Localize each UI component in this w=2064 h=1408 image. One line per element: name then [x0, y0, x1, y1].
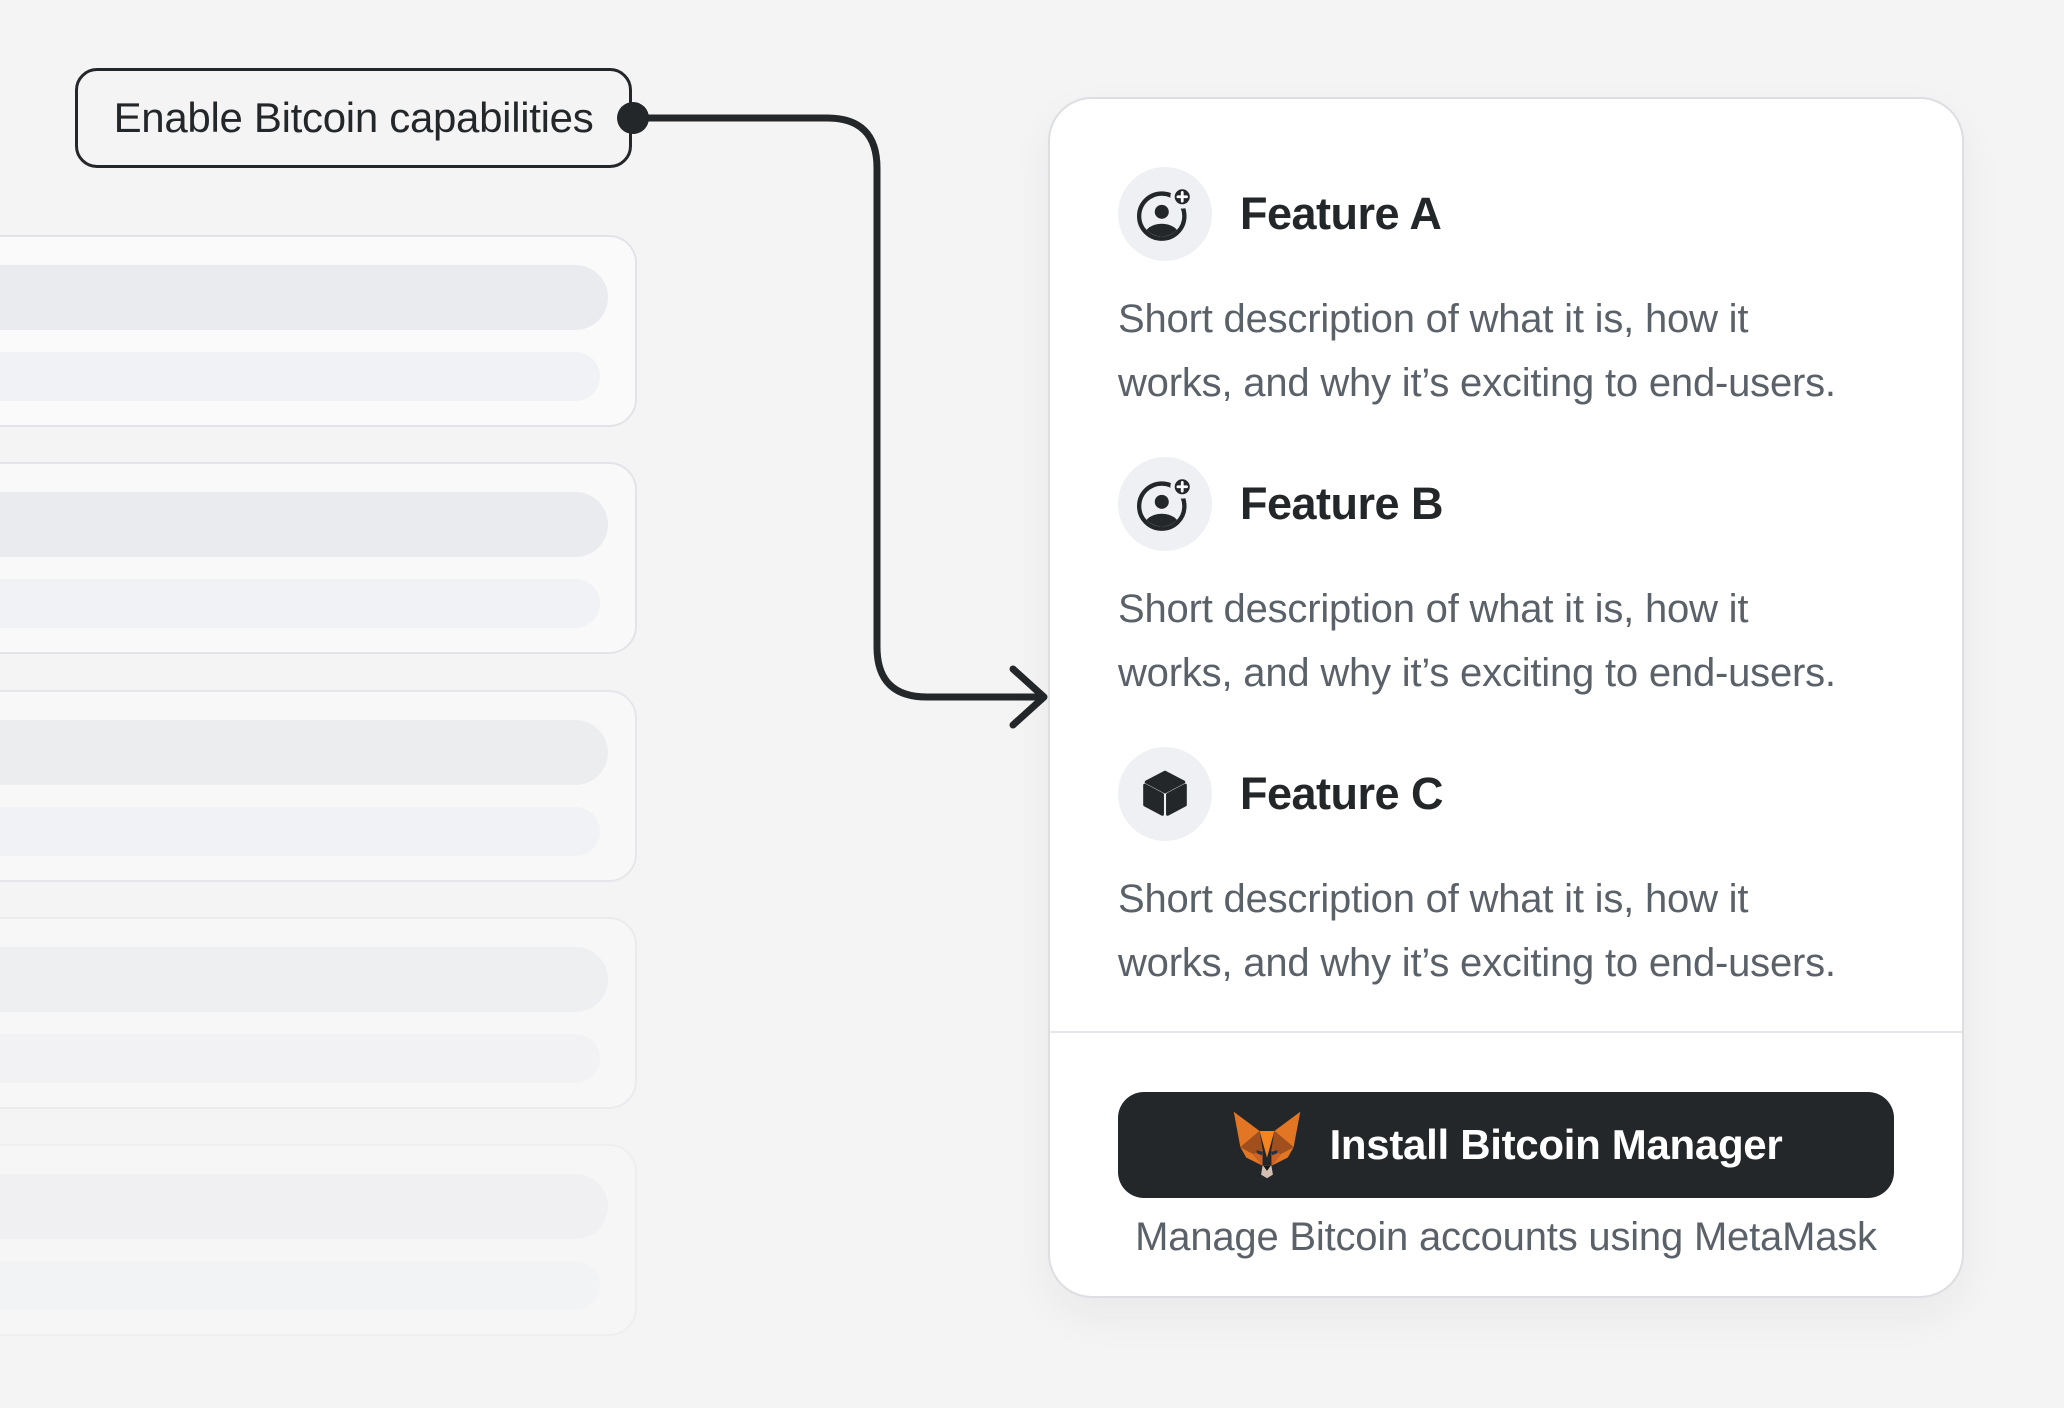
skeleton-card: [0, 917, 637, 1109]
skeleton-line: [0, 1174, 608, 1239]
cube-icon: [1118, 747, 1212, 841]
skeleton-line: [0, 492, 608, 557]
feature-block-c: Feature C Short description of what it i…: [1118, 747, 1894, 995]
install-button-label: Install Bitcoin Manager: [1329, 1121, 1783, 1168]
skeleton-line: [0, 1261, 600, 1310]
install-bitcoin-manager-button[interactable]: Install Bitcoin Manager: [1118, 1092, 1894, 1198]
user-add-icon: [1118, 167, 1212, 261]
skeleton-line: [0, 720, 608, 785]
feature-description: Short description of what it is, how it …: [1118, 587, 1836, 695]
feature-description: Short description of what it is, how it …: [1118, 297, 1836, 405]
arrowhead-icon: [1009, 665, 1048, 729]
skeleton-line: [0, 579, 600, 628]
feature-header: Feature A: [1118, 167, 1894, 261]
skeleton-line: [0, 1034, 600, 1083]
metamask-fox-icon: [1230, 1111, 1304, 1179]
skeleton-line: [0, 807, 600, 856]
skeleton-card: [0, 1144, 637, 1336]
skeleton-card: [0, 690, 637, 882]
annotation-label: Enable Bitcoin capabilities: [75, 68, 632, 168]
feature-description: Short description of what it is, how it …: [1118, 877, 1836, 985]
skeleton-line: [0, 265, 608, 330]
connector-arrow: [617, 102, 1048, 729]
skeleton-line: [0, 352, 600, 401]
feature-header: Feature B: [1118, 457, 1894, 551]
user-add-icon: [1118, 457, 1212, 551]
feature-list: Feature A Short description of what it i…: [1118, 167, 1894, 1037]
feature-title: Feature A: [1240, 188, 1442, 239]
feature-title: Feature C: [1240, 768, 1444, 819]
skeleton-card: [0, 462, 637, 654]
install-caption: Manage Bitcoin accounts using MetaMask: [1135, 1215, 1877, 1259]
feature-panel: Feature A Short description of what it i…: [1048, 97, 1964, 1298]
feature-header: Feature C: [1118, 747, 1894, 841]
feature-block-a: Feature A Short description of what it i…: [1118, 167, 1894, 415]
skeleton-card: [0, 235, 637, 427]
skeleton-line: [0, 947, 608, 1012]
panel-divider: [1050, 1031, 1962, 1033]
feature-title: Feature B: [1240, 478, 1444, 529]
feature-block-b: Feature B Short description of what it i…: [1118, 457, 1894, 705]
